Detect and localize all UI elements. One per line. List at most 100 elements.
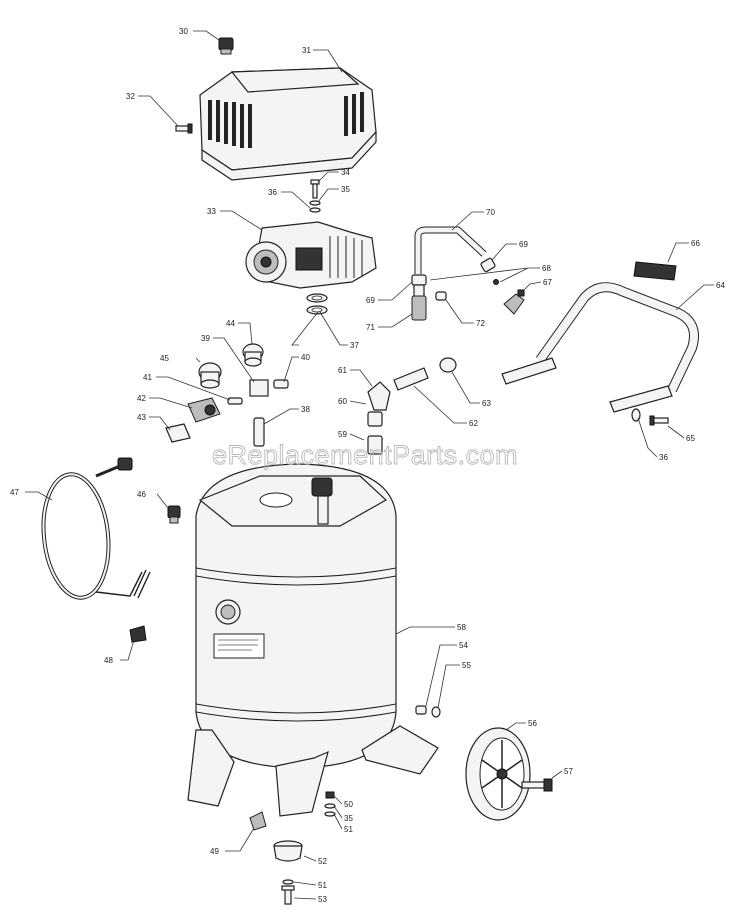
callout-47: 47 bbox=[10, 488, 19, 497]
gasket-37a[interactable] bbox=[306, 293, 328, 303]
callout-67: 67 bbox=[543, 278, 552, 287]
callout-50: 50 bbox=[344, 800, 353, 809]
callout-69-lower: 69 bbox=[366, 296, 375, 305]
handle[interactable] bbox=[501, 282, 699, 413]
callout-59: 59 bbox=[338, 430, 347, 439]
nipple-59[interactable] bbox=[367, 435, 383, 455]
callout-46: 46 bbox=[137, 490, 146, 499]
handle-grip[interactable] bbox=[633, 261, 677, 281]
callout-66: 66 bbox=[691, 239, 700, 248]
callout-38: 38 bbox=[301, 405, 310, 414]
nut-69-upper[interactable] bbox=[480, 257, 496, 273]
shroud-cover[interactable] bbox=[199, 67, 377, 181]
washer-35-leg[interactable] bbox=[324, 803, 336, 809]
callout-68: 68 bbox=[542, 264, 551, 273]
callout-34: 34 bbox=[341, 168, 350, 177]
cap-63[interactable] bbox=[439, 357, 457, 373]
callout-62: 62 bbox=[469, 419, 478, 428]
wheel[interactable] bbox=[465, 727, 531, 821]
callout-53: 53 bbox=[318, 895, 327, 904]
callout-36-top: 36 bbox=[268, 188, 277, 197]
nut-69-lower[interactable] bbox=[411, 274, 427, 286]
watermark: eReplacementParts.com bbox=[212, 440, 518, 470]
callout-64: 64 bbox=[716, 281, 725, 290]
callout-35-top: 35 bbox=[341, 185, 350, 194]
callout-30: 30 bbox=[179, 27, 188, 36]
nut-54[interactable] bbox=[415, 705, 427, 715]
tank-leg-left[interactable] bbox=[187, 729, 235, 807]
washer-55[interactable] bbox=[431, 706, 441, 718]
callout-51-leg: 51 bbox=[344, 825, 353, 834]
callout-41: 41 bbox=[143, 373, 152, 382]
fitting-40[interactable] bbox=[273, 379, 289, 389]
strain-relief-48[interactable] bbox=[129, 625, 147, 643]
callout-36-handle: 36 bbox=[659, 453, 668, 462]
callout-49: 49 bbox=[210, 847, 219, 856]
tank-leg-center[interactable] bbox=[275, 750, 329, 817]
callout-71: 71 bbox=[366, 323, 375, 332]
gasket-37b[interactable] bbox=[306, 305, 328, 315]
callout-45: 45 bbox=[160, 354, 169, 363]
callout-44: 44 bbox=[226, 319, 235, 328]
regulator-42[interactable] bbox=[187, 397, 221, 423]
quick-coupler-43[interactable] bbox=[165, 423, 191, 443]
fitting-60[interactable] bbox=[367, 411, 383, 427]
nut-50[interactable] bbox=[325, 791, 335, 799]
callout-65: 65 bbox=[686, 434, 695, 443]
drain-valve-49[interactable] bbox=[249, 811, 267, 831]
washer-51-foot[interactable] bbox=[282, 879, 294, 885]
callout-51-foot: 51 bbox=[318, 881, 327, 890]
callout-48: 48 bbox=[104, 656, 113, 665]
callout-52: 52 bbox=[318, 857, 327, 866]
elbow-61[interactable] bbox=[367, 381, 391, 411]
callout-63: 63 bbox=[482, 399, 491, 408]
ferrule-68[interactable] bbox=[493, 279, 499, 285]
gauge-44[interactable] bbox=[242, 343, 264, 367]
callout-43: 43 bbox=[137, 413, 146, 422]
leader-lines bbox=[25, 30, 714, 900]
bolt-65[interactable] bbox=[649, 415, 669, 426]
washer-36[interactable] bbox=[309, 207, 321, 213]
callout-57: 57 bbox=[564, 767, 573, 776]
callout-70: 70 bbox=[486, 208, 495, 217]
tee-38[interactable] bbox=[253, 417, 265, 447]
callout-32: 32 bbox=[126, 92, 135, 101]
bolt-34[interactable] bbox=[310, 179, 320, 199]
callout-31: 31 bbox=[302, 46, 311, 55]
callout-40: 40 bbox=[301, 353, 310, 362]
washer-35[interactable] bbox=[309, 200, 321, 206]
callout-54: 54 bbox=[459, 641, 468, 650]
power-cord[interactable] bbox=[38, 457, 151, 601]
pressure-switch-rocker[interactable] bbox=[218, 37, 234, 55]
rubber-foot-52[interactable] bbox=[273, 840, 303, 862]
tube-62[interactable] bbox=[393, 367, 429, 391]
axle-bolt-57[interactable] bbox=[521, 778, 553, 792]
nipple-41[interactable] bbox=[227, 397, 243, 405]
washer-51-leg[interactable] bbox=[324, 811, 336, 817]
air-tank[interactable] bbox=[195, 463, 397, 769]
callout-60: 60 bbox=[338, 397, 347, 406]
shroud-screw[interactable] bbox=[175, 123, 193, 134]
callout-61: 61 bbox=[338, 366, 347, 375]
safety-valve-67[interactable] bbox=[503, 289, 525, 315]
callout-39: 39 bbox=[201, 334, 210, 343]
pressure-switch-46[interactable] bbox=[167, 505, 181, 524]
gauge-45[interactable] bbox=[198, 362, 222, 389]
bolt-53[interactable] bbox=[281, 885, 295, 905]
callout-37: 37 bbox=[350, 341, 359, 350]
wheel-bracket[interactable] bbox=[361, 725, 439, 775]
callout-labels: 30 31 32 33 34 35 36 37 38 39 40 41 42 4… bbox=[10, 27, 725, 904]
discharge-tube[interactable] bbox=[414, 226, 487, 274]
callout-72: 72 bbox=[476, 319, 485, 328]
check-valve[interactable] bbox=[411, 284, 427, 321]
callout-33: 33 bbox=[207, 207, 216, 216]
pump-motor-assembly[interactable] bbox=[245, 221, 377, 289]
callout-35-leg: 35 bbox=[344, 814, 353, 823]
callout-58: 58 bbox=[457, 623, 466, 632]
fitting-72[interactable] bbox=[435, 291, 447, 301]
callout-56: 56 bbox=[528, 719, 537, 728]
callout-55: 55 bbox=[462, 661, 471, 670]
callout-42: 42 bbox=[137, 394, 146, 403]
manifold-block-39[interactable] bbox=[249, 379, 269, 397]
